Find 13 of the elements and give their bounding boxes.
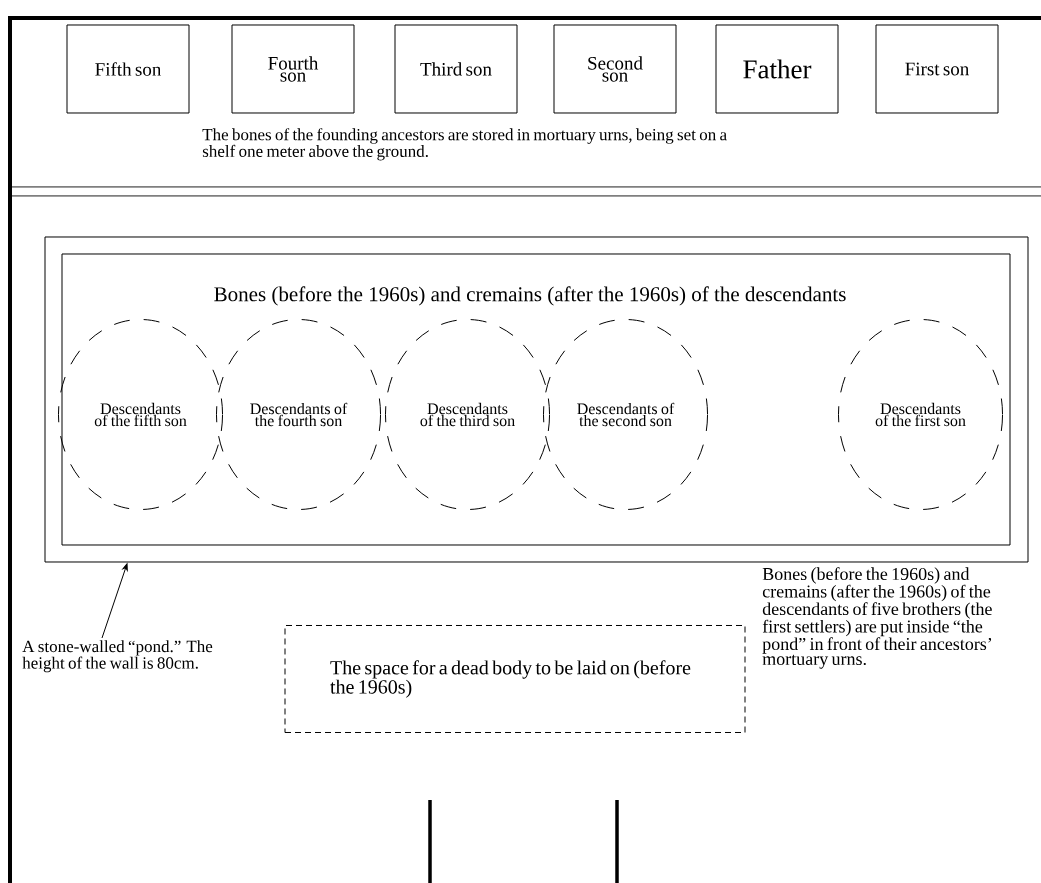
note-text: The bones of the founding ancestors are stored in mortuary urns, being set on a shelf one meter above the ground.: [202, 128, 727, 161]
urn-box: Father: [715, 24, 839, 114]
pond-heading: Bones (before the 1960s) and cremains (after the 1960s) of the descendants: [214, 286, 846, 306]
urn-box: First son: [875, 24, 999, 114]
urn-box: Third son: [394, 24, 518, 114]
urn-box: Fifth son: [66, 24, 190, 114]
urn-box: Second son: [553, 24, 677, 114]
pond-box: [44, 236, 1029, 563]
note-text: Bones (before the 1960s) and cremains (after the 1960s) of the descendants of five brothers (the first settlers) are put inside “the pond” in front of their ancestors’ mortuary urns.: [762, 567, 992, 669]
arrow: [101, 563, 128, 639]
dashed-box: The space for a dead body to be laid on (before the 1960s): [284, 625, 746, 733]
note-text: A stone-walled “pond.” The height of the wall is 80cm.: [22, 640, 213, 673]
urn-box: Fourth son: [231, 24, 355, 114]
